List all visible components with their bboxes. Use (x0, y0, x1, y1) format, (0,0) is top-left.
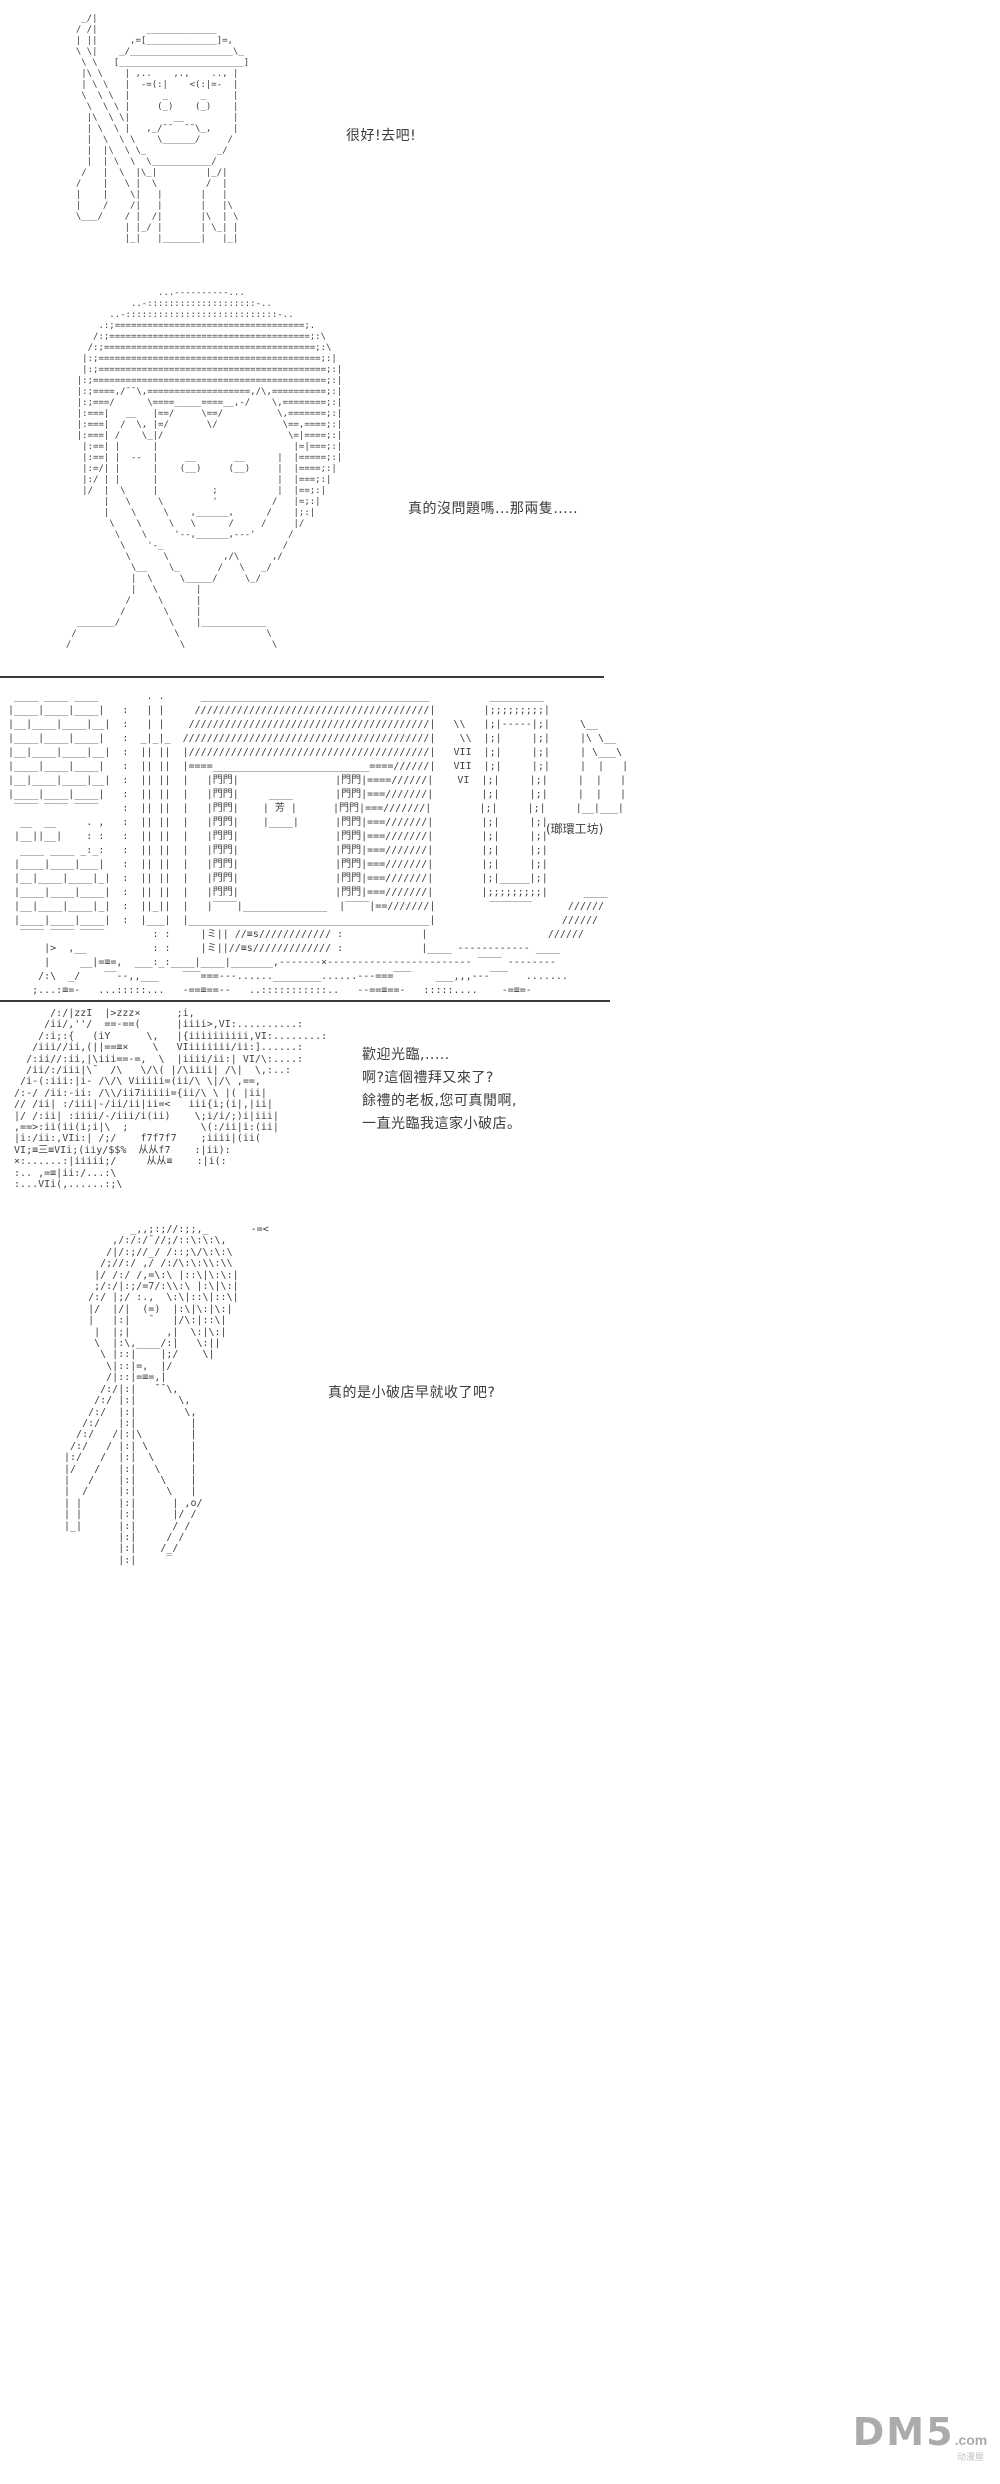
watermark-brand-text: DM5 (852, 2410, 955, 2454)
ascii-art-shop-counter-scene: /:/|zzI |>zzz× ;i, /ii/,''/ ==-==( |iiii… (14, 1008, 328, 1191)
dialogue-text-1: 很好!去吧! (346, 128, 417, 144)
ascii-art-workshop-scene: ____ ____ ____ . . _____________________… (8, 691, 629, 996)
watermark-logo: DM5.com (846, 2410, 994, 2454)
dialogue-text-4: 真的是小破店早就收了吧? (328, 1385, 496, 1401)
watermark-domain-suffix: .com (954, 2432, 988, 2448)
panel-divider-bottom (0, 1000, 610, 1002)
panel-divider-top (0, 676, 604, 678)
watermark-subtext: 动漫屋 (956, 2452, 984, 2462)
ascii-art-large-face: ...----------... ..-::::::::::::::::::::… (65, 288, 343, 650)
ascii-art-hat-character: _/| / /| _____________ | || ,=[_________… (75, 14, 250, 244)
ascii-art-shopkeeper-character: _,,;:;//:;;,_ -=< ,/:/:/¯//;/::\:\:\, /|… (64, 1224, 269, 1566)
dialogue-text-2: 真的沒問題嗎...那兩隻..... (408, 501, 579, 517)
dialogue-text-3: 歡迎光臨,..... 啊?這個禮拜又來了? 餘禮的老板,您可真閒啊, 一直光臨我… (362, 1047, 522, 1132)
shop-sign-label: (瑯環工坊) (546, 822, 604, 836)
watermark: DM5.com 动漫屋 (846, 2410, 994, 2463)
